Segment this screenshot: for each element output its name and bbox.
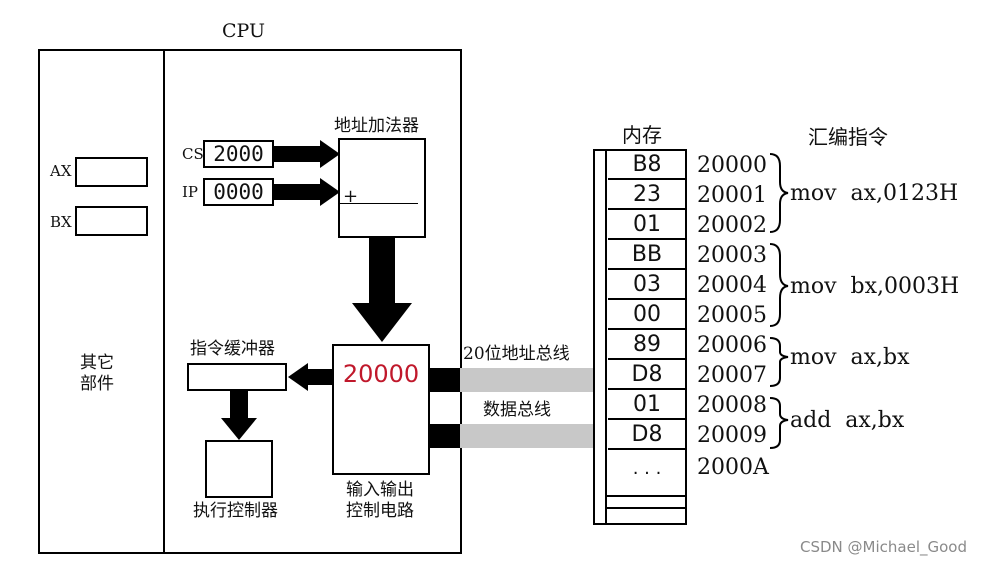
ip-register: 0000 [203, 178, 274, 206]
buffer-label: 指令缓冲器 [190, 339, 275, 359]
cs-label: CS [182, 145, 204, 163]
brace-instr-3 [769, 337, 789, 387]
memory-address: 20002 [697, 213, 767, 238]
address-bus [430, 368, 594, 392]
assembly-instruction: add ax,bx [790, 408, 905, 433]
cpu-outline [38, 49, 462, 554]
data-bus [430, 424, 594, 448]
brace-instr-2 [769, 243, 789, 327]
memory-cell-ellipsis: . . . [632, 458, 662, 479]
adder-plus: + [343, 186, 359, 207]
cpu-title: CPU [222, 20, 266, 42]
instruction-buffer [187, 363, 287, 391]
data-bus-label: 数据总线 [483, 400, 551, 420]
assembly-title: 汇编指令 [808, 125, 888, 149]
brace-instr-4 [769, 397, 789, 449]
ip-label: IP [182, 183, 199, 201]
memory-address: 20001 [697, 183, 767, 208]
io-control-box: 20000 [332, 344, 430, 475]
io-address-value: 20000 [342, 360, 420, 388]
io-control-label: 输入输出 控制电路 [346, 480, 414, 522]
memory-address: 20000 [697, 153, 767, 178]
ax-register [75, 157, 148, 187]
memory-cell: D8 [608, 420, 686, 450]
memory-address: 20003 [697, 243, 767, 268]
cs-register: 2000 [203, 140, 274, 168]
io-to-buffer-arrow [288, 363, 332, 391]
memory-cell: D8 [608, 360, 686, 390]
cs-to-adder-arrow [274, 140, 340, 168]
ax-label: AX [50, 162, 72, 180]
memory-cell: 01 [608, 390, 686, 420]
assembly-instruction: mov bx,0003H [790, 274, 960, 299]
brace-instr-1 [769, 153, 789, 233]
memory-address: 20008 [697, 393, 767, 418]
memory-cell: 00 [608, 300, 686, 330]
bx-register [75, 206, 148, 236]
memory-cell: BB [608, 240, 686, 270]
other-parts-label: 其它 部件 [80, 353, 114, 395]
ip-to-adder-arrow [274, 178, 340, 206]
memory-cell: 01 [608, 210, 686, 240]
adder-line [340, 203, 418, 204]
memory-address: 2000A [697, 455, 769, 480]
memory-cell: 23 [608, 180, 686, 210]
memory-cell: 89 [608, 330, 686, 360]
buffer-to-exec-arrow [221, 391, 257, 440]
execution-controller [205, 440, 273, 498]
bx-label: BX [50, 213, 72, 231]
memory-outline [593, 149, 687, 525]
memory-address: 20005 [697, 303, 767, 328]
address-adder: + [338, 138, 426, 238]
memory-address: 20007 [697, 363, 767, 388]
memory-cell: 03 [608, 270, 686, 300]
address-bus-label: 20位地址总线 [463, 344, 570, 364]
memory-cell: B8 [608, 150, 686, 180]
exec-label: 执行控制器 [193, 501, 278, 521]
watermark: CSDN @Michael_Good [800, 538, 967, 556]
memory-address: 20004 [697, 273, 767, 298]
adder-to-io-arrow [352, 238, 412, 342]
assembly-instruction: mov ax,0123H [790, 181, 959, 206]
assembly-instruction: mov ax,bx [790, 345, 910, 370]
adder-title: 地址加法器 [334, 116, 419, 136]
memory-address: 20006 [697, 333, 767, 358]
memory-title: 内存 [622, 123, 662, 147]
memory-address: 20009 [697, 423, 767, 448]
